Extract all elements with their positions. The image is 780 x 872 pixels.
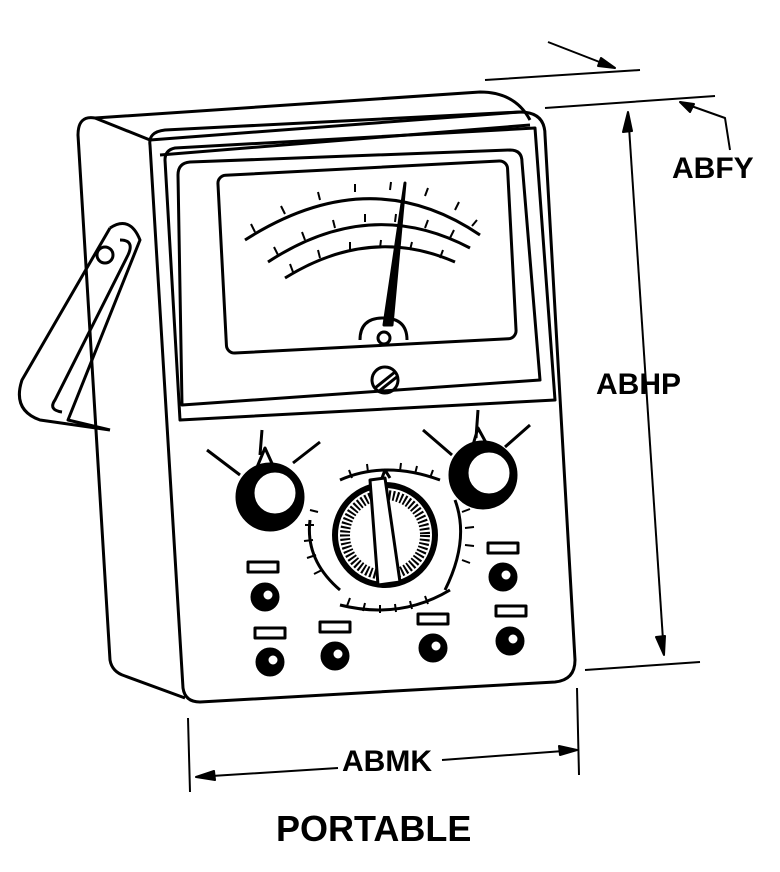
left-knob: [206, 429, 321, 532]
meter-housing: [163, 126, 557, 422]
caption: PORTABLE: [276, 808, 472, 849]
meter-scale-middle: [267, 223, 471, 264]
needle-pivot-pin: [376, 330, 392, 346]
carry-handle: [17, 222, 142, 432]
case-top-edge: [149, 110, 521, 142]
dimension-lines: [187, 41, 731, 793]
dimension-label-width: ABMK: [342, 745, 432, 778]
meter-scale-ticks: [250, 181, 478, 273]
meter-scale-inner: [284, 245, 456, 280]
meter-needle: [382, 181, 407, 327]
case-top: [94, 90, 532, 121]
meter-scale-outer: [244, 197, 481, 242]
front-panel: [148, 110, 577, 704]
meter-window: [176, 148, 542, 407]
dimension-label-height: ABHP: [596, 368, 682, 401]
case-side: [76, 116, 186, 700]
jacks: [246, 541, 528, 677]
range-selector-dial: [303, 462, 475, 613]
needle-pivot: [358, 316, 409, 341]
dimension-label-depth: ABFY: [672, 152, 754, 185]
right-knob: [422, 409, 531, 510]
meter-face: [216, 159, 518, 355]
zero-adjust-screw: [370, 365, 400, 395]
